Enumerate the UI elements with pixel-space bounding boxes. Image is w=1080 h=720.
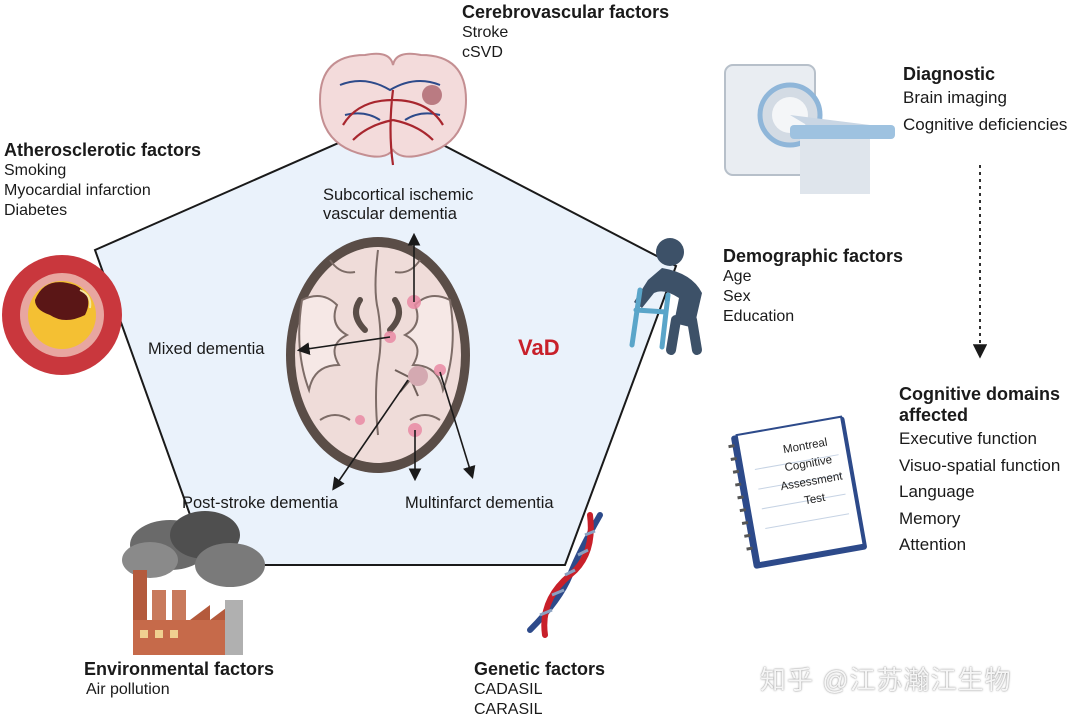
genetic-factors: Genetic factors CADASIL CARASIL <box>474 659 605 720</box>
cognitive-domain-item: Executive function <box>899 429 1037 448</box>
notebook-icon <box>728 415 867 569</box>
environmental-factors: Environmental factors Air pollution <box>84 659 274 700</box>
demographic-title: Demographic factors <box>723 246 904 266</box>
genetic-title: Genetic factors <box>474 659 606 679</box>
demographic-factors: Demographic factors Age Sex Education <box>723 246 903 327</box>
brain-vessels-icon <box>318 52 468 166</box>
arrow-multinfarct-2 <box>439 371 476 480</box>
cerebrovascular-item: cSVD <box>462 44 503 61</box>
post-stroke-dementia-label: Post-stroke dementia <box>182 494 338 512</box>
demographic-item: Age <box>723 268 752 285</box>
subcortical-label: Subcortical ischemic vascular dementia <box>323 186 473 224</box>
cognitive-domains-section: Cognitive domains affected Executive fun… <box>899 384 1060 559</box>
atherosclerotic-item: Myocardial infarction <box>4 182 151 199</box>
cognitive-domain-item: Language <box>899 482 975 501</box>
cognitive-domain-item: Memory <box>899 508 961 528</box>
diagnostic-section: Diagnostic Brain imaging Cognitive defic… <box>903 64 1067 138</box>
demographic-item: Sex <box>723 288 751 305</box>
atherosclerotic-item: Diabetes <box>4 202 68 219</box>
subcortical-line-2: vascular dementia <box>323 205 457 223</box>
arrow-post-stroke <box>332 379 409 491</box>
cerebrovascular-item: Stroke <box>462 24 509 41</box>
environmental-item: Air pollution <box>86 681 170 698</box>
cognitive-domains-title-2: affected <box>899 405 969 425</box>
genetic-item: CADASIL <box>474 681 543 698</box>
diagnostic-item: Cognitive deficiencies <box>903 114 1068 134</box>
cognitive-domain-item: Visuo-spatial function <box>899 455 1061 475</box>
cognitive-domain-item: Attention <box>899 535 967 554</box>
artery-plaque-icon <box>2 255 122 375</box>
environmental-title: Environmental factors <box>84 659 275 679</box>
diagnostic-item: Brain imaging <box>903 88 1007 107</box>
genetic-item: CARASIL <box>474 701 543 718</box>
diagnostic-title: Diagnostic <box>903 64 996 84</box>
dna-icon <box>527 512 603 638</box>
cerebrovascular-factors: Cerebrovascular factors Stroke cSVD <box>462 2 669 63</box>
walker-person-icon <box>629 238 702 355</box>
demographic-item: Education <box>723 308 795 325</box>
brain-slice-icon <box>286 237 470 473</box>
atherosclerotic-title: Atherosclerotic factors <box>4 140 202 160</box>
watermark: 知乎 @江苏瀚江生物 <box>760 665 1012 695</box>
atherosclerotic-factors: Atherosclerotic factors Smoking Myocardi… <box>4 140 201 221</box>
atherosclerotic-item: Smoking <box>4 162 67 179</box>
subcortical-line-1: Subcortical ischemic <box>323 186 474 204</box>
vad-label: VaD <box>518 335 560 360</box>
multinfarct-dementia-label: Multinfarct dementia <box>405 494 554 512</box>
cerebrovascular-title: Cerebrovascular factors <box>462 2 670 22</box>
arrow-mixed <box>296 336 391 355</box>
cognitive-domains-title-1: Cognitive domains <box>899 384 1061 404</box>
mri-scanner-icon <box>724 64 895 194</box>
mixed-dementia-label: Mixed dementia <box>148 340 265 358</box>
factory-icon <box>122 511 265 655</box>
